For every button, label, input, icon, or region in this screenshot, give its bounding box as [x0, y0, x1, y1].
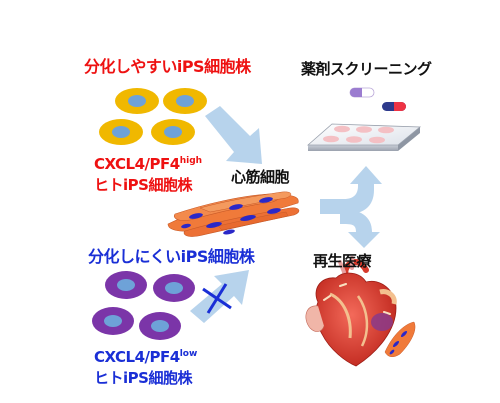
hard-marker-sup: low [179, 349, 198, 359]
easy-marker-label: CXCL4/PF4high [94, 157, 202, 172]
drug-screening-label: 薬剤スクリーニング [301, 60, 432, 78]
well-plate [306, 123, 422, 151]
hard-marker-label: CXCL4/PF4low [94, 350, 197, 365]
easy-ips-title: 分化しやすいiPS細胞株 [84, 57, 251, 76]
cardiomyocyte-label: 心筋細胞 [231, 168, 290, 186]
cardiomyocyte-bundle [167, 191, 300, 237]
hard-ips-cell-cluster [92, 271, 195, 340]
heart-illustration [305, 256, 397, 367]
easy-ips-line2: ヒトiPS細胞株 [94, 176, 192, 194]
easy-ips-cell-cluster [99, 88, 207, 145]
differentiation-arrow [205, 106, 262, 164]
cardiomyocyte-patch [384, 321, 416, 357]
yellow-ips-cell [115, 88, 159, 114]
purple-ips-cell [139, 312, 181, 340]
yellow-ips-cell [99, 119, 143, 145]
regenerative-medicine-label: 再生医療 [313, 252, 372, 270]
cross-mark-icon [202, 283, 232, 314]
purple-ips-cell [92, 307, 134, 335]
capsule-icon [382, 102, 406, 111]
easy-marker-sup: high [179, 156, 203, 166]
hard-ips-title: 分化しにくいiPS細胞株 [88, 247, 255, 266]
hard-ips-line2: ヒトiPS細胞株 [94, 369, 192, 387]
application-split-arrow [320, 166, 382, 248]
hard-marker-base: CXCL4/PF4 [94, 348, 180, 366]
easy-marker-base: CXCL4/PF4 [94, 155, 180, 173]
yellow-ips-cell [163, 88, 207, 114]
purple-ips-cell [105, 271, 147, 299]
purple-ips-cell [153, 274, 195, 302]
yellow-ips-cell [151, 119, 195, 145]
capsule-icon [349, 87, 375, 98]
